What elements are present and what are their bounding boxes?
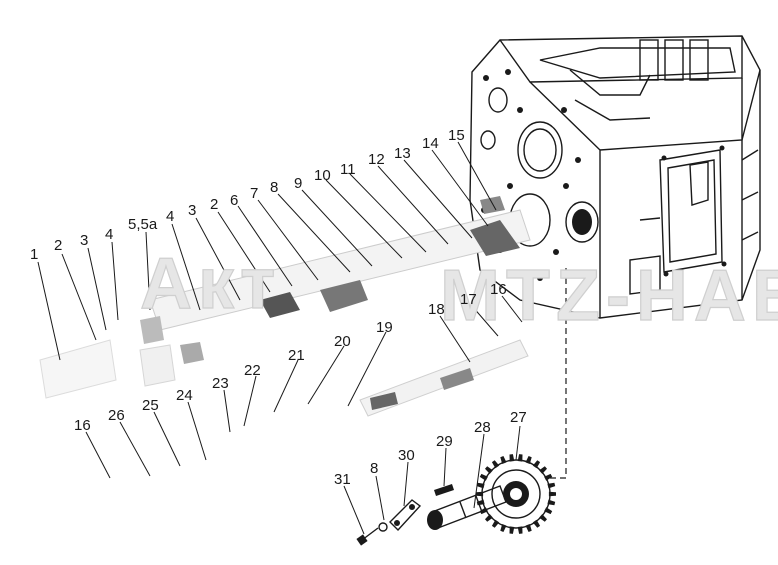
gear-tooth <box>544 473 553 481</box>
lower-shaft-assembly <box>39 339 529 417</box>
callout-label: 7 <box>250 185 258 202</box>
gear-tooth <box>500 524 507 532</box>
callout-label: 27 <box>510 409 527 426</box>
callout-label: 2 <box>54 237 62 254</box>
callout-label: 1 <box>30 246 38 263</box>
gear-tooth <box>500 456 507 464</box>
callout-label: 23 <box>212 375 229 392</box>
gear-tooth <box>491 519 500 528</box>
gear-tooth <box>532 460 541 469</box>
callout-label: 8 <box>270 179 278 196</box>
callout-label: 10 <box>314 167 331 184</box>
washer-8 <box>378 522 388 532</box>
callout-label: 2 <box>210 196 218 213</box>
callout-label: 16 <box>490 281 507 298</box>
callout-label: 26 <box>108 407 125 424</box>
assembly-dashed-line <box>548 268 567 479</box>
callout-label: 15 <box>448 127 465 144</box>
callout-label: 24 <box>176 387 193 404</box>
callout-label: 11 <box>340 161 356 178</box>
callout-label: 31 <box>334 471 351 488</box>
gear-tooth <box>547 499 556 506</box>
callout-label: 12 <box>368 151 385 168</box>
gear-tooth <box>517 526 523 534</box>
callout-label: 13 <box>394 145 411 162</box>
callout-label: 3 <box>80 232 88 249</box>
callout-label: 17 <box>460 291 477 308</box>
callout-label: 18 <box>428 301 445 318</box>
pin-29 <box>434 484 454 496</box>
callout-label: 21 <box>288 347 305 364</box>
gear-tooth <box>532 519 541 528</box>
gear-tooth <box>476 482 485 489</box>
gear-tooth <box>491 460 500 469</box>
gear-tooth <box>479 473 488 481</box>
gear-tooth <box>485 514 493 522</box>
gearbox-housing <box>469 35 761 319</box>
watermark-part1: Акт <box>140 244 281 324</box>
bolt-31 <box>356 527 379 546</box>
callout-label: 19 <box>376 319 393 336</box>
upper-shaft-assembly <box>140 196 531 364</box>
leader-lines <box>37 141 523 535</box>
gear-tooth <box>547 482 556 489</box>
gear-tooth <box>539 466 547 474</box>
watermark: Акт МТZ-НАВТ <box>139 243 778 336</box>
callout-label: 25 <box>142 397 159 414</box>
callout-label: 20 <box>334 333 351 350</box>
gear-tooth <box>548 491 556 497</box>
callout-label: 3 <box>188 202 196 219</box>
callout-label: 28 <box>474 419 491 436</box>
gear-tooth <box>544 507 553 515</box>
gear-tooth <box>525 456 532 464</box>
gear-tooth <box>539 514 547 522</box>
callout-label: 6 <box>230 192 238 209</box>
callout-labels: 1 2 3 4 5,5а 4 3 2 6 7 8 9 10 11 12 13 1… <box>30 127 527 488</box>
callout-label: 22 <box>244 362 261 379</box>
gear-tooth <box>525 524 532 532</box>
callout-label: 16 <box>74 417 91 434</box>
watermark-part2: МТZ-НАВТ <box>440 256 778 336</box>
callout-label: 4 <box>166 208 174 225</box>
callout-label: 4 <box>105 226 113 243</box>
callout-label: 5,5а <box>128 216 158 233</box>
gear-tooth <box>485 466 493 474</box>
plate-30 <box>389 499 422 532</box>
callout-label: 9 <box>294 175 302 192</box>
callout-label: 29 <box>436 433 453 450</box>
gear-tooth <box>517 454 523 462</box>
gear-tooth <box>509 526 515 534</box>
shaft-28 <box>427 485 507 530</box>
bottom-gear-assembly <box>356 454 556 546</box>
gear-tooth <box>509 454 515 462</box>
gear-27 <box>476 454 556 534</box>
callout-label: 8 <box>370 460 378 477</box>
callout-label: 14 <box>422 135 439 152</box>
callout-label: 30 <box>398 447 415 464</box>
